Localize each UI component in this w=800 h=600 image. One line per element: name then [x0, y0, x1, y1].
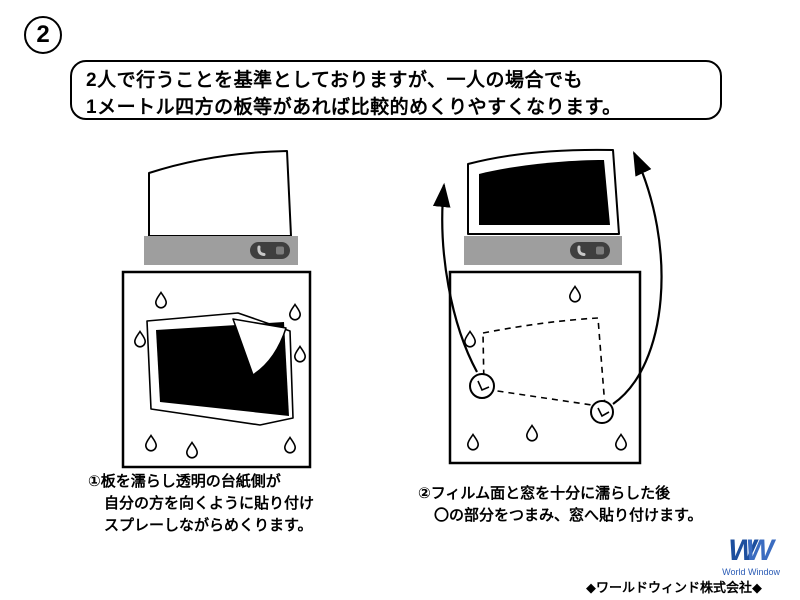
caption-step2-line2: 〇の部分をつまみ、窓へ貼り付けます。	[434, 506, 703, 524]
glass-panel-left	[148, 150, 292, 237]
spray-bottle-icon	[568, 240, 612, 261]
curved-arrow-icon	[612, 151, 663, 405]
caption-step2: ②フィルム面と窓を十分に濡らした後 〇の部分をつまみ、窓へ貼り付けます。	[418, 483, 703, 527]
curved-arrow-icon	[432, 182, 478, 373]
caption-step1-line3: スプレーしながらめくります。	[104, 516, 313, 534]
pinch-point-circle-icon	[469, 373, 495, 399]
caption-step2-line1: ②フィルム面と窓を十分に濡らした後	[418, 485, 671, 502]
note-line-1: 2人で行うことを基準としておりますが、一人の場合でも	[86, 70, 584, 91]
board-box-right	[448, 270, 642, 465]
caption-step1-line2: 自分の方を向くように貼り付け	[104, 494, 315, 512]
spray-bottle-icon	[248, 240, 292, 261]
film-outline-dashed	[482, 317, 606, 408]
ww-logo-icon: WW	[722, 536, 780, 566]
pinch-point-circle-icon	[590, 400, 614, 424]
logo-letter-1: W	[728, 534, 757, 567]
applied-film-black	[479, 160, 610, 225]
step-number-badge: 2	[24, 16, 62, 54]
note-line-2: 1メートル四方の板等があれば比較的めくりやすくなります。	[86, 96, 622, 118]
world-window-logo: WW World Window	[722, 536, 780, 578]
caption-step1-line1: ①板を濡らし透明の台紙側が	[88, 473, 281, 490]
caption-step1: ①板を濡らし透明の台紙側が 自分の方を向くように貼り付け スプレーしながらめくり…	[88, 471, 314, 536]
illustration-step1	[121, 150, 312, 469]
peeled-corner-fold	[232, 318, 287, 376]
logo-letter-2: W	[745, 534, 774, 567]
illustration-step2	[432, 148, 663, 465]
company-name: ◆ワールドウィンド株式会社◆	[586, 580, 762, 595]
note-bubble: 2人で行うことを基準としておりますが、一人の場合でも 1メートル四方の板等があれ…	[70, 60, 722, 120]
logo-caption: World Window	[722, 567, 780, 577]
